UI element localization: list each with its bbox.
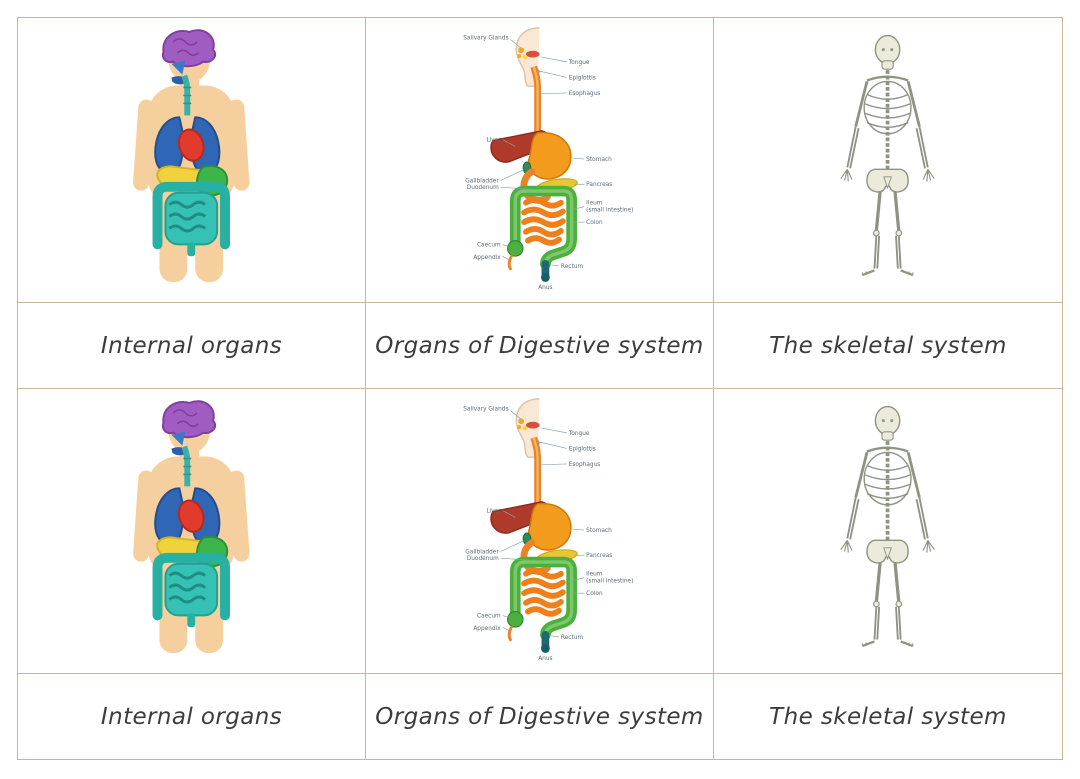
digestive-system-illustration bbox=[423, 395, 656, 667]
card-image-internal-organs bbox=[18, 389, 366, 674]
card-label-skeletal-system: The skeletal system bbox=[714, 303, 1062, 389]
card-label-digestive-system: Organs of Digestive system bbox=[366, 674, 714, 760]
card-label-internal-organs: Internal organs bbox=[18, 303, 366, 389]
card-label-text: Organs of Digestive system bbox=[375, 704, 704, 730]
card-image-digestive-system bbox=[366, 18, 714, 303]
card-image-digestive-system bbox=[366, 389, 714, 674]
card-label-text: The skeletal system bbox=[769, 704, 1007, 730]
flashcard-sheet: Internal organs Organs of Digestive syst… bbox=[17, 17, 1063, 760]
card-label-internal-organs: Internal organs bbox=[18, 674, 366, 760]
card-label-text: Organs of Digestive system bbox=[375, 332, 704, 359]
internal-organs-illustration bbox=[92, 397, 291, 665]
skeletal-system-illustration bbox=[794, 400, 981, 662]
card-image-internal-organs bbox=[18, 18, 366, 303]
card-label-text: The skeletal system bbox=[769, 332, 1007, 359]
card-label-digestive-system: Organs of Digestive system bbox=[366, 303, 714, 389]
card-label-text: Internal organs bbox=[100, 332, 283, 359]
card-label-text: Internal organs bbox=[100, 704, 283, 730]
card-image-skeletal-system bbox=[714, 18, 1062, 303]
skeletal-system-illustration bbox=[794, 29, 981, 291]
card-label-skeletal-system: The skeletal system bbox=[714, 674, 1062, 760]
digestive-system-illustration bbox=[423, 24, 656, 296]
card-image-skeletal-system bbox=[714, 389, 1062, 674]
internal-organs-illustration bbox=[92, 26, 291, 294]
